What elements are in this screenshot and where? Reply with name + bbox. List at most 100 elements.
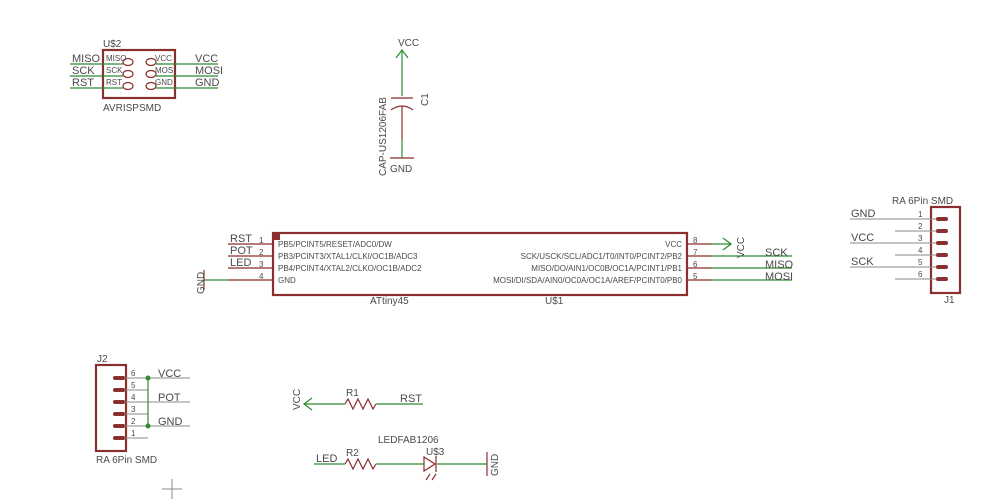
- pin-stub: [936, 277, 948, 281]
- connector-j1[interactable]: RA 6Pin SMD J1 1 2 3 4 5 6 GND VCC SCK: [850, 196, 962, 306]
- pin-number: 4: [918, 246, 923, 255]
- pin-function-label: PB3/PCINT3/XTAL1/CLKI/OC1B/ADC3: [278, 252, 418, 261]
- net-label: RST: [72, 77, 94, 89]
- avrisp-pin-label: RST: [106, 78, 122, 87]
- pin-function-label: MISO/DO/AIN1/OC0B/OC1A/PCINT1/PB1: [531, 264, 682, 273]
- gnd-label: GND: [196, 272, 207, 294]
- net-label: LED: [230, 257, 251, 269]
- net-label: SCK: [72, 65, 95, 77]
- avrisp-body: [101, 48, 177, 100]
- vcc-supply-label: VCC: [398, 38, 419, 49]
- net-label: VCC: [851, 232, 874, 244]
- net-label: MOSI: [195, 65, 223, 77]
- net-label: GND: [195, 77, 220, 89]
- pin-stub: [113, 400, 125, 404]
- led-diode-icon: [423, 455, 437, 473]
- pin-stub: [113, 424, 125, 428]
- pin-number: 1: [259, 236, 264, 245]
- avrisp-pad-6: [145, 81, 157, 91]
- origin-crosshair-icon: [162, 479, 182, 499]
- avrisp-pad-3: [122, 69, 134, 79]
- capacitor-c1[interactable]: VCC GND C1 CAP-US1206FAB: [378, 38, 431, 176]
- led-light-arrow-icon: [431, 473, 437, 481]
- connector-body: [929, 205, 962, 295]
- connector-value: RA 6Pin SMD: [96, 455, 157, 466]
- pin-number: 1: [131, 429, 136, 438]
- pin1-marker: [273, 233, 280, 240]
- resistor-name: R1: [346, 388, 359, 399]
- attiny45-chip[interactable]: GND 1 2 3 4 RST POT LED PB5/PCINT5/RESET…: [196, 231, 794, 307]
- net-label: GND: [158, 416, 183, 428]
- resistor-name: R2: [346, 448, 359, 459]
- avrisp-pad-2: [145, 57, 157, 67]
- pin-number: 3: [918, 234, 923, 243]
- vcc-label: VCC: [736, 237, 747, 258]
- net-label: MISO: [72, 53, 101, 65]
- connector-body: [94, 363, 128, 453]
- net-label: LED: [316, 453, 337, 465]
- avrisp-name: U$2: [103, 39, 122, 50]
- net-label: VCC: [195, 53, 218, 65]
- connector-name: J1: [944, 295, 955, 306]
- pin-stub: [936, 217, 948, 221]
- pin-number: 2: [918, 222, 923, 231]
- pin-stub: [936, 229, 948, 233]
- chip-name: U$1: [545, 296, 564, 307]
- net-label: SCK: [765, 247, 788, 259]
- pin-stub: [113, 436, 125, 440]
- connector-j2[interactable]: J2 RA 6Pin SMD 6 5 4 3 2 1 VCC POT GND: [94, 354, 190, 466]
- net-label: RST: [400, 393, 422, 405]
- pin-number: 6: [693, 260, 698, 269]
- connector-value: RA 6Pin SMD: [892, 196, 953, 207]
- net-label: POT: [158, 392, 181, 404]
- pin-number: 5: [918, 258, 923, 267]
- net-label: MISO: [765, 259, 794, 271]
- avrisp-pin-label: SCK: [106, 66, 123, 75]
- pin-function-label: PB4/PCINT4/XTAL2/CLKO/OC1B/ADC2: [278, 264, 422, 273]
- pin-number: 2: [259, 248, 264, 257]
- net-label: SCK: [851, 256, 874, 268]
- pin-stub: [936, 241, 948, 245]
- resistor-r2-led[interactable]: LED R2 LEDFAB1206 U$3 GND: [314, 435, 501, 481]
- pin-number: 4: [259, 272, 264, 281]
- pin-function-label: SCK/USCK/SCL/ADC1/T0/INT0/PCINT2/PB2: [521, 252, 683, 261]
- pin-stub: [936, 265, 948, 269]
- pin-function-label: PB5/PCINT5/RESET/ADC0/DW: [278, 240, 392, 249]
- pin-stub: [936, 253, 948, 257]
- pin-number: 4: [131, 393, 136, 402]
- resistor-zigzag-icon: [344, 457, 377, 471]
- net-label: POT: [230, 245, 253, 257]
- junction-dot: [145, 423, 151, 429]
- led-light-arrow-icon: [425, 473, 431, 481]
- gnd-label: GND: [390, 164, 412, 175]
- avrisp-pad-1: [122, 57, 134, 67]
- pin-number: 6: [918, 270, 923, 279]
- vcc-label: VCC: [292, 389, 303, 410]
- net-label: MOSI: [765, 271, 793, 283]
- pin-stub: [113, 376, 125, 380]
- avrisp-pad-4: [145, 69, 157, 79]
- capacitor-value: CAP-US1206FAB: [378, 97, 389, 176]
- pin-stub: [113, 388, 125, 392]
- pin-function-label: MOSI/DI/SDA/AIN0/OC0A/OC1A/AREF/PCINT0/P…: [493, 276, 682, 285]
- avrisp-value: AVRISPSMD: [103, 103, 161, 114]
- chip-value: ATtiny45: [370, 296, 409, 307]
- pin-number: 1: [918, 210, 923, 219]
- attiny45-body: [271, 231, 689, 297]
- pin-number: 2: [131, 417, 136, 426]
- avrisp-pin-label: MOSI: [155, 66, 175, 75]
- resistor-r1[interactable]: VCC R1 RST: [292, 388, 423, 411]
- net-label: GND: [851, 208, 876, 220]
- avrisp-header[interactable]: U$2 AVRISPSMD MISO SCK RST VCC MOSI GND …: [70, 39, 223, 114]
- pin-number: 7: [693, 248, 698, 257]
- pin-function-label: VCC: [665, 240, 682, 249]
- avrisp-pin-label: GND: [155, 78, 173, 87]
- avrisp-pin-label: MISO: [106, 54, 126, 63]
- pin-number: 5: [693, 272, 698, 281]
- connector-name: J2: [97, 354, 108, 365]
- pin-number: 8: [693, 236, 698, 245]
- net-label: VCC: [158, 368, 181, 380]
- pin-number: 5: [131, 381, 136, 390]
- pin-number: 3: [131, 405, 136, 414]
